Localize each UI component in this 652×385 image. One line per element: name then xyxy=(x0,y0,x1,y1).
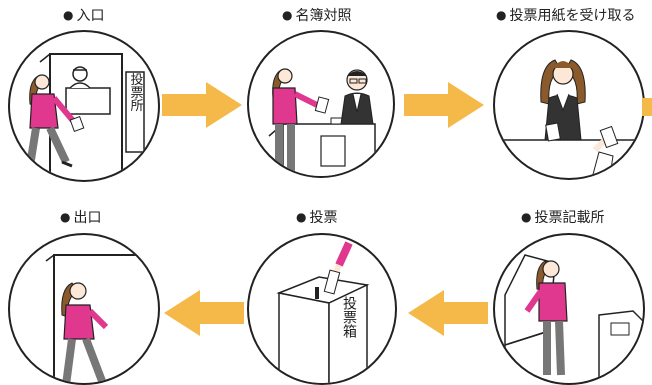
step-label-text: 名簿対照 xyxy=(295,8,352,24)
bullet-icon: ● xyxy=(63,8,74,22)
step-label-text: 投票記載所 xyxy=(534,210,605,226)
step-label-receive-ballot: ●投票用紙を受け取る xyxy=(496,6,635,25)
arrow-right-icon xyxy=(404,82,484,128)
illustration-writing-booth xyxy=(493,233,645,385)
illustration-entrance: 投票所 xyxy=(8,30,160,182)
arrow-right-icon xyxy=(642,98,652,116)
step-label-text: 入口 xyxy=(76,8,105,24)
illustration-exit xyxy=(8,233,160,385)
step-label-writing-booth: ●投票記載所 xyxy=(521,208,604,227)
step-label-text: 投票用紙を受け取る xyxy=(509,8,636,24)
bullet-icon: ● xyxy=(282,8,293,22)
bullet-icon: ● xyxy=(296,210,307,224)
step-label-entrance: ●入口 xyxy=(63,6,104,25)
ballot-box-text: 投票箱 xyxy=(341,296,357,338)
illustration-vote: 投票箱 xyxy=(247,233,397,385)
illustration-roll-check xyxy=(247,30,395,178)
illustration-receive-ballot xyxy=(493,30,645,180)
step-label-roll-check: ●名簿対照 xyxy=(282,6,351,25)
step-label-text: 投票 xyxy=(309,210,338,226)
bullet-icon: ● xyxy=(521,210,532,224)
step-label-vote: ●投票 xyxy=(296,208,337,227)
polling-station-sign-text: 投票所 xyxy=(128,72,144,112)
arrow-left-icon xyxy=(164,290,244,336)
arrow-right-icon xyxy=(162,82,242,128)
bullet-icon: ● xyxy=(496,8,507,22)
step-label-exit: ●出口 xyxy=(60,208,101,227)
step-label-text: 出口 xyxy=(73,210,102,226)
bullet-icon: ● xyxy=(60,210,71,224)
arrow-left-icon xyxy=(408,290,488,336)
